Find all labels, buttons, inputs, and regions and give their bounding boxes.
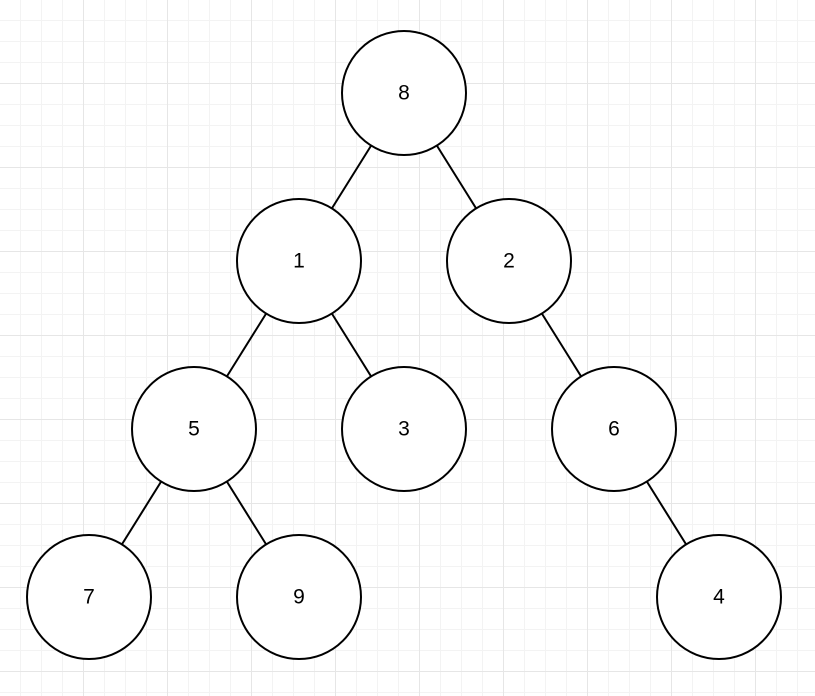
node-circle bbox=[446, 198, 572, 324]
node-label: 6 bbox=[608, 418, 620, 441]
node-circle bbox=[656, 534, 782, 660]
node-label: 2 bbox=[503, 250, 515, 273]
tree-node: 1 bbox=[236, 198, 362, 324]
edge-n2-n6 bbox=[541, 313, 582, 377]
node-circle bbox=[551, 366, 677, 492]
node-label: 8 bbox=[398, 82, 410, 105]
edge-n5-n7 bbox=[121, 481, 162, 545]
node-circle bbox=[341, 366, 467, 492]
edge-n1-n3 bbox=[331, 313, 372, 377]
tree-node: 8 bbox=[341, 30, 467, 156]
node-label: 4 bbox=[713, 586, 725, 609]
node-label: 9 bbox=[293, 586, 305, 609]
tree-node: 5 bbox=[131, 366, 257, 492]
edges-layer bbox=[121, 145, 687, 545]
nodes-layer: 8 1 2 5 3 6 7 9 4 bbox=[26, 30, 782, 660]
edge-n8-n1 bbox=[331, 145, 372, 209]
edge-n5-n9 bbox=[226, 481, 267, 545]
edge-n1-n5 bbox=[226, 313, 267, 377]
node-circle bbox=[341, 30, 467, 156]
edge-n6-n4 bbox=[646, 481, 687, 545]
tree-node: 9 bbox=[236, 534, 362, 660]
node-label: 5 bbox=[188, 418, 200, 441]
tree-node: 6 bbox=[551, 366, 677, 492]
tree-node: 2 bbox=[446, 198, 572, 324]
edge-n8-n2 bbox=[436, 145, 477, 209]
node-label: 7 bbox=[83, 586, 95, 609]
node-circle bbox=[236, 198, 362, 324]
node-circle bbox=[236, 534, 362, 660]
node-circle bbox=[26, 534, 152, 660]
tree-node: 7 bbox=[26, 534, 152, 660]
node-circle bbox=[131, 366, 257, 492]
tree-node: 4 bbox=[656, 534, 782, 660]
tree-node: 3 bbox=[341, 366, 467, 492]
node-label: 1 bbox=[293, 250, 305, 273]
node-label: 3 bbox=[398, 418, 410, 441]
